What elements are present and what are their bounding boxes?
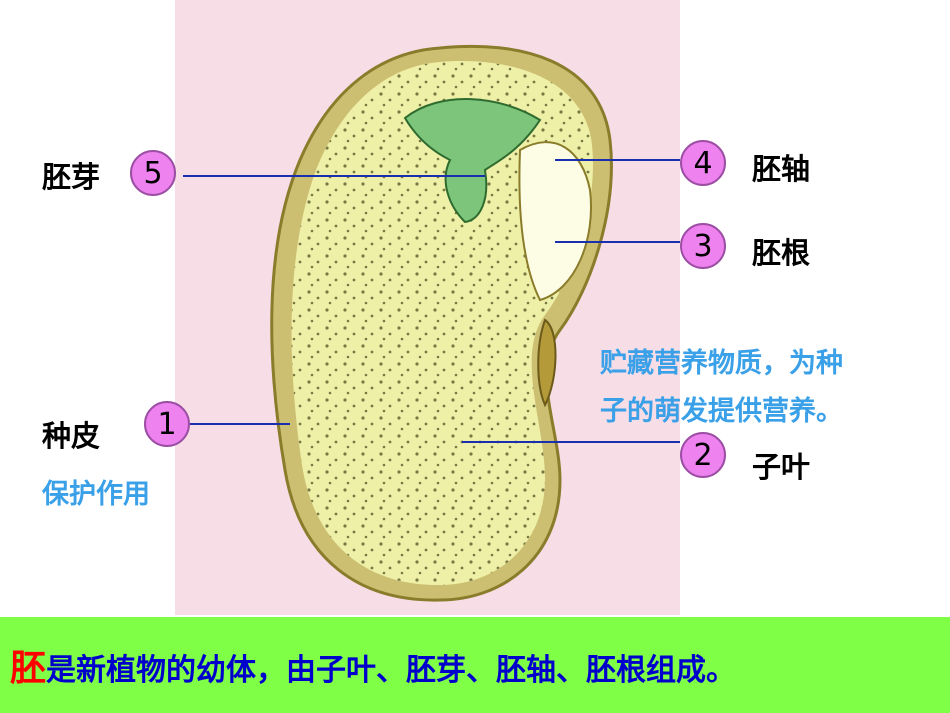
badge-2: 2 [680,432,726,478]
note-seed-coat: 保护作用 [42,479,150,510]
badge-5: 5 [130,150,176,196]
summary-bar: 胚是新植物的幼体，由子叶、胚芽、胚轴、胚根组成。 [0,617,950,713]
label-seed-coat: 种皮 [42,419,101,453]
summary-text: 胚是新植物的幼体，由子叶、胚芽、胚轴、胚根组成。 [10,639,736,691]
plumule-shape [403,98,542,224]
badge-1: 1 [144,401,190,447]
label-plumule: 胚芽 [42,160,101,194]
radicle-shape [518,141,592,302]
note-cotyledon-line1: 贮藏营养物质，为种 [600,348,843,379]
label-radicle: 胚根 [752,236,811,270]
badge-4: 4 [680,140,726,186]
label-cotyledon: 子叶 [752,450,811,484]
label-hypocotyl: 胚轴 [752,152,811,186]
summary-highlight: 胚 [10,648,47,689]
note-cotyledon-line2: 子的萌发提供营养。 [600,396,843,427]
hilum-shape [537,318,557,408]
summary-rest: 是新植物的幼体，由子叶、胚芽、胚轴、胚根组成。 [46,653,737,688]
badge-3: 3 [680,223,726,269]
